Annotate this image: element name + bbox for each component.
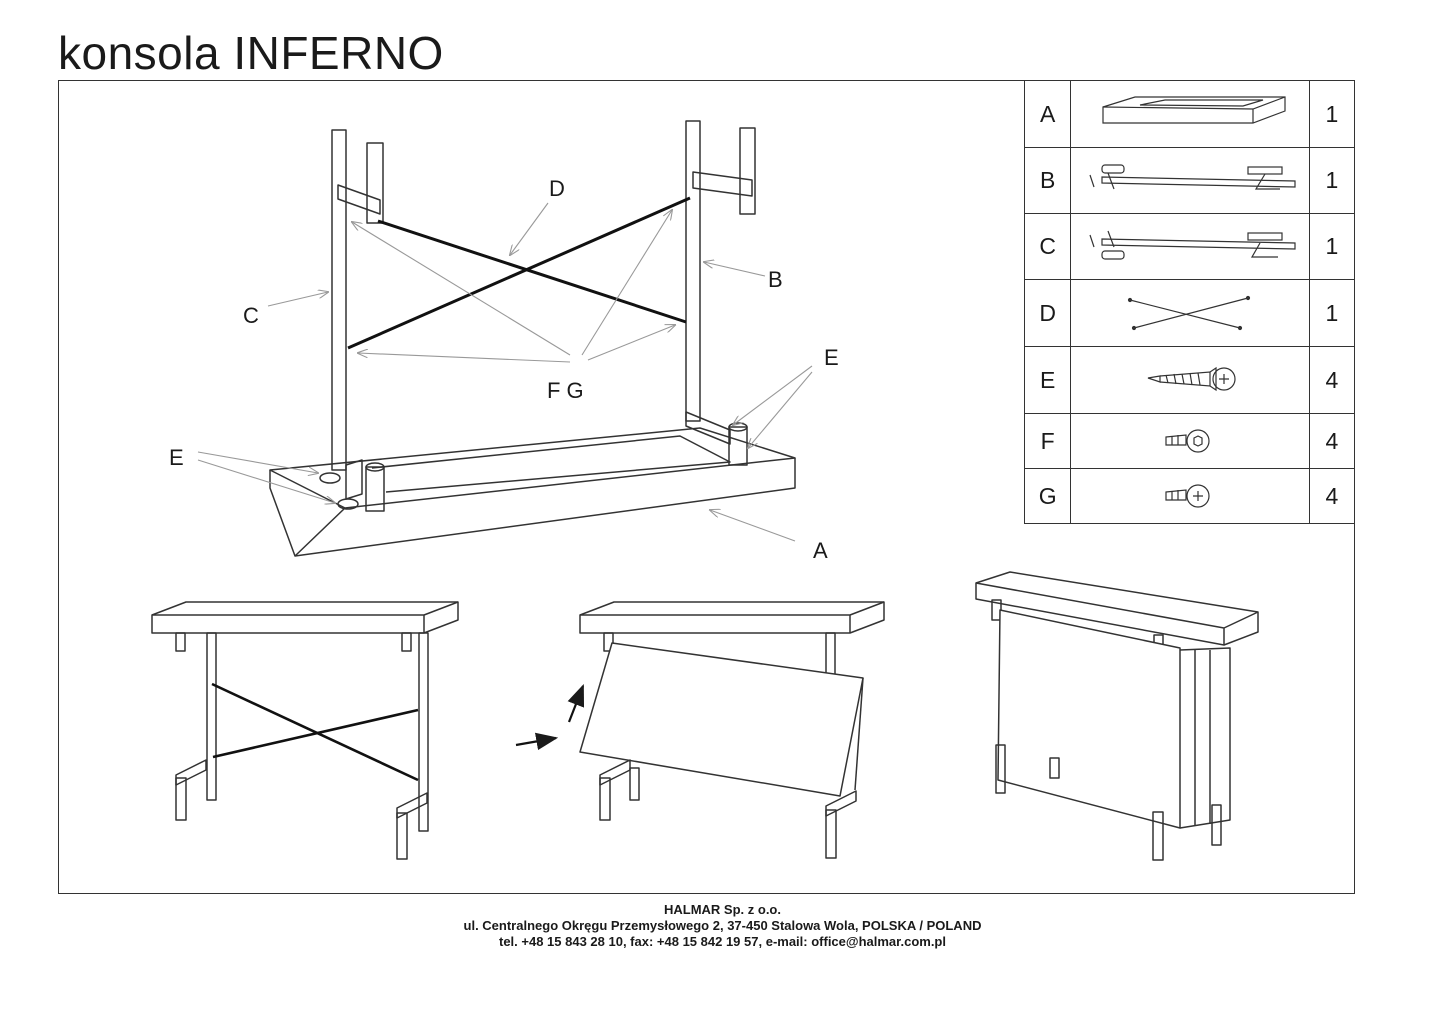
callout-b: B	[768, 267, 783, 292]
callout-a: A	[813, 538, 828, 563]
part-row-f: F 4	[1023, 413, 1356, 469]
folded-view	[975, 571, 1259, 861]
part-row-g: G 4	[1023, 468, 1356, 524]
part-letter: B	[1023, 147, 1072, 214]
wood-screw-icon	[1147, 366, 1236, 392]
page-title: konsola INFERNO	[58, 27, 444, 79]
leader-lines	[197, 202, 813, 542]
folding-view	[515, 601, 885, 859]
part-row-b: B 1	[1023, 147, 1356, 214]
hex-bolt-icon	[1165, 429, 1210, 453]
footer-address: ul. Centralnego Okręgu Przemysłowego 2, …	[463, 918, 982, 933]
part-letter: C	[1023, 213, 1072, 280]
diagram-frame	[58, 80, 1355, 894]
part-letter: G	[1023, 468, 1072, 524]
callout-e-left: E	[169, 445, 184, 470]
part-row-c: C 1	[1023, 213, 1356, 280]
callout-e-right: E	[824, 345, 839, 370]
part-qty: 1	[1308, 80, 1356, 148]
part-qty: 4	[1308, 346, 1356, 414]
part-qty: 1	[1308, 147, 1356, 214]
leg-frame-icon	[1089, 230, 1296, 260]
callout-d: D	[549, 176, 565, 201]
part-row-d: D 1	[1023, 279, 1356, 347]
phillips-bolt-icon	[1165, 484, 1210, 508]
part-row-a: A 1	[1023, 80, 1356, 148]
assembled-view	[151, 601, 459, 860]
part-qty: 1	[1308, 213, 1356, 280]
part-letter: A	[1023, 80, 1072, 148]
leg-frame-b	[685, 120, 756, 466]
part-qty: 1	[1308, 279, 1356, 347]
leg-frame-icon	[1089, 163, 1296, 190]
part-letter: E	[1023, 346, 1072, 414]
footer: HALMAR Sp. z o.o. ul. Centralnego Okręgu…	[0, 902, 1445, 950]
callout-fg: F G	[547, 378, 584, 403]
leg-frame-c	[319, 129, 385, 512]
part-qty: 4	[1308, 468, 1356, 524]
table-top-icon	[1102, 96, 1286, 124]
parts-list: A 1 B 1 C	[1023, 80, 1356, 524]
footer-contact: tel. +48 15 843 28 10, fax: +48 15 842 1…	[499, 934, 946, 949]
footer-company: HALMAR Sp. z o.o.	[664, 902, 781, 917]
callout-c: C	[243, 303, 259, 328]
part-row-e: E 4	[1023, 346, 1356, 414]
part-letter: D	[1023, 279, 1072, 347]
part-qty: 4	[1308, 413, 1356, 469]
exploded-view	[197, 120, 813, 557]
table-top-a	[269, 427, 796, 557]
cross-brace-icon	[1127, 295, 1251, 331]
part-letter: F	[1023, 413, 1072, 469]
cross-brace-d	[347, 196, 691, 350]
